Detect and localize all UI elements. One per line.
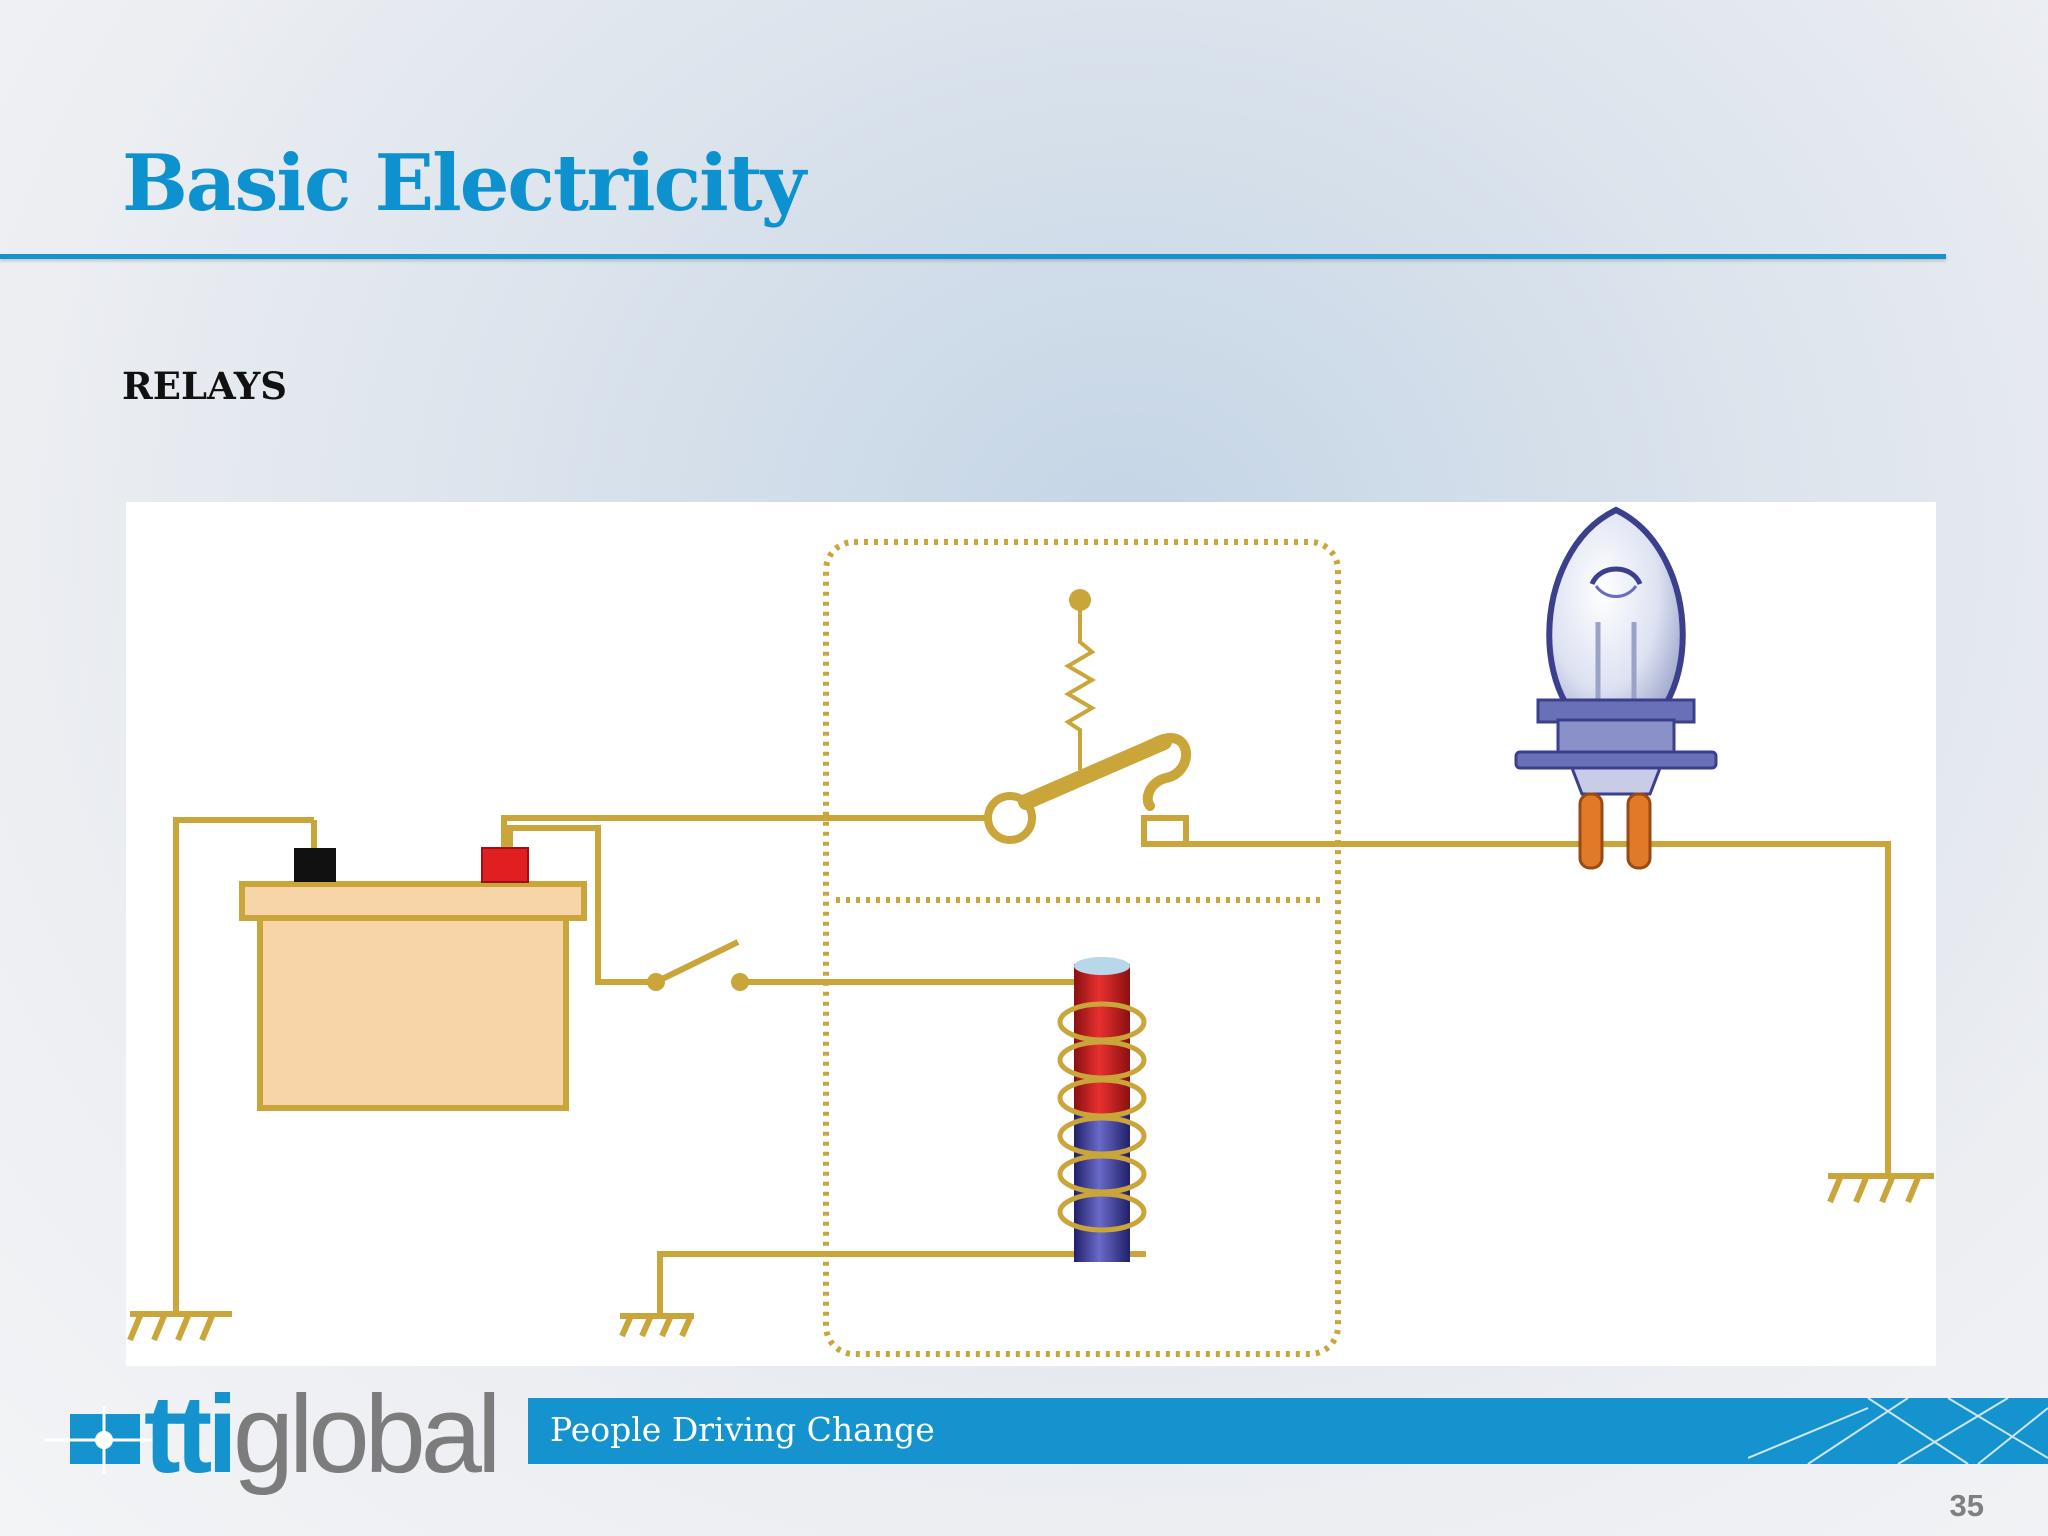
tagline-text: People Driving Change — [550, 1410, 935, 1449]
page-number: 35 — [1949, 1488, 1984, 1523]
ground-symbol — [127, 1311, 232, 1342]
section-heading: RELAYS — [122, 364, 287, 408]
battery-negative-terminal — [294, 848, 336, 882]
ground-symbol — [1827, 1173, 1934, 1204]
light-bulb — [1514, 506, 1718, 870]
relay-armature — [984, 733, 1191, 844]
battery-positive-terminal — [481, 847, 529, 883]
relay-coil — [1057, 957, 1147, 1262]
title-divider — [0, 254, 1946, 259]
battery — [239, 847, 587, 1111]
control-switch — [647, 939, 749, 991]
circuit-wires — [173, 815, 1891, 1314]
relay-spring — [1064, 589, 1096, 770]
relay-circuit-diagram — [126, 502, 1936, 1366]
slide-title: Basic Electricity — [122, 138, 806, 229]
ground-symbol — [619, 1313, 694, 1338]
logo-global-text: global — [232, 1373, 502, 1496]
tagline-banner: People Driving Change — [528, 1398, 2048, 1464]
company-logo: ttiglobal — [44, 1374, 501, 1495]
logo-star-icon — [44, 1406, 154, 1474]
relay-fixed-contact — [1141, 815, 1189, 847]
banner-lines-decoration — [1748, 1398, 2048, 1464]
logo-tti-text: tti — [144, 1373, 238, 1496]
logo-wordmark: ttiglobal — [144, 1373, 502, 1496]
relay-housing — [823, 539, 1341, 1357]
